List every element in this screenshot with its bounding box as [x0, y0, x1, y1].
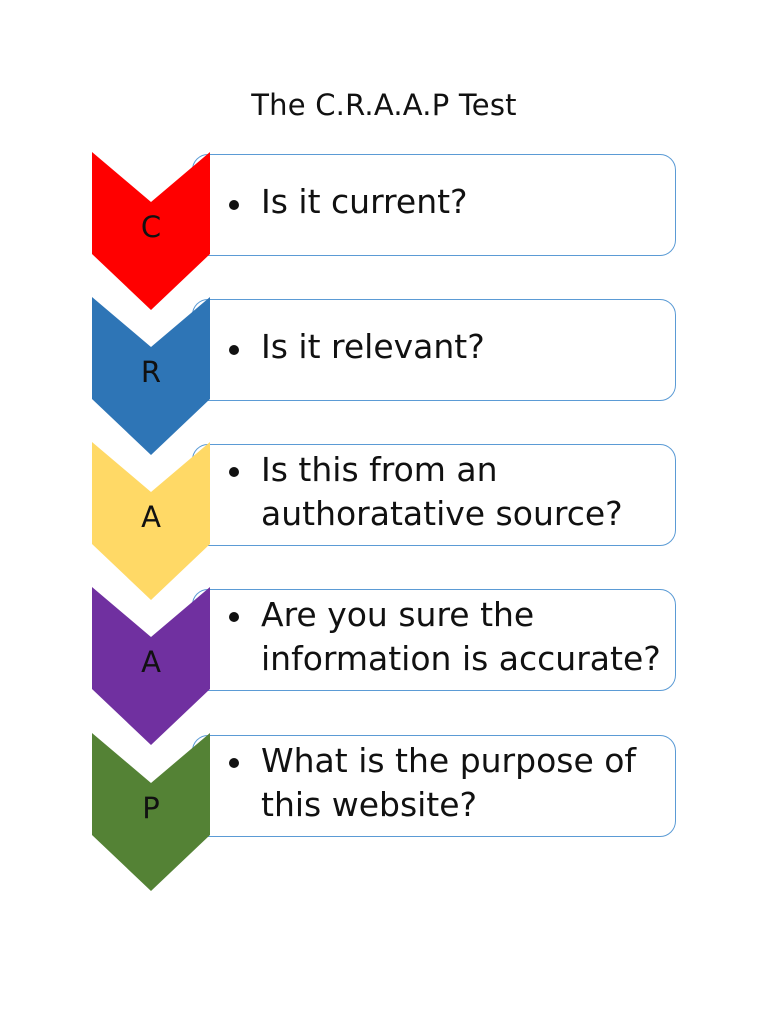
- bullet-dot: [229, 345, 239, 355]
- chevron-letter: A: [141, 500, 161, 534]
- criterion-text: Is it relevant?: [261, 327, 485, 366]
- criterion-box: Is it relevant?: [192, 299, 676, 401]
- chevron-arrow: [92, 297, 210, 457]
- chevron-shape: [92, 152, 210, 310]
- chevron-letter: C: [140, 210, 162, 244]
- chevron-arrow: [92, 587, 210, 747]
- chevron-shape: [92, 442, 210, 600]
- step-authority: Is this from an authoratative source? A: [0, 442, 768, 604]
- chevron-letter: A: [141, 645, 161, 679]
- criterion-text: What is the purpose of this website?: [261, 741, 637, 824]
- chevron-letter: P: [142, 791, 160, 825]
- chevron-arrow: [92, 442, 210, 602]
- chevron-arrow: [92, 733, 210, 893]
- chevron-shape: [92, 587, 210, 745]
- chevron-shape: [92, 733, 210, 891]
- step-current: Is it current? C: [0, 152, 768, 314]
- bullet-row: Is it relevant?: [229, 300, 667, 400]
- bullet-row: Are you sure the information is accurate…: [229, 590, 667, 690]
- bullet-row: Is it current?: [229, 155, 667, 255]
- criterion-box: Are you sure the information is accurate…: [192, 589, 676, 691]
- step-purpose: What is the purpose of this website? P: [0, 733, 768, 895]
- step-relevant: Is it relevant? R: [0, 297, 768, 459]
- bullet-dot: [229, 200, 239, 210]
- criterion-text: Is this from an authoratative source?: [261, 450, 623, 533]
- bullet-dot: [229, 758, 239, 768]
- chevron-letter: R: [140, 355, 162, 389]
- bullet-row: Is this from an authoratative source?: [229, 445, 667, 545]
- bullet-dot: [229, 612, 239, 622]
- bullet-row: What is the purpose of this website?: [229, 736, 667, 836]
- criterion-box: Is this from an authoratative source?: [192, 444, 676, 546]
- criterion-text: Are you sure the information is accurate…: [261, 595, 661, 678]
- step-accuracy: Are you sure the information is accurate…: [0, 587, 768, 749]
- criterion-box: What is the purpose of this website?: [192, 735, 676, 837]
- criterion-text: Is it current?: [261, 182, 468, 221]
- chevron-shape: [92, 297, 210, 455]
- criterion-box: Is it current?: [192, 154, 676, 256]
- diagram-title: The C.R.A.A.P Test: [251, 88, 517, 122]
- bullet-dot: [229, 467, 239, 477]
- chevron-arrow: [92, 152, 210, 312]
